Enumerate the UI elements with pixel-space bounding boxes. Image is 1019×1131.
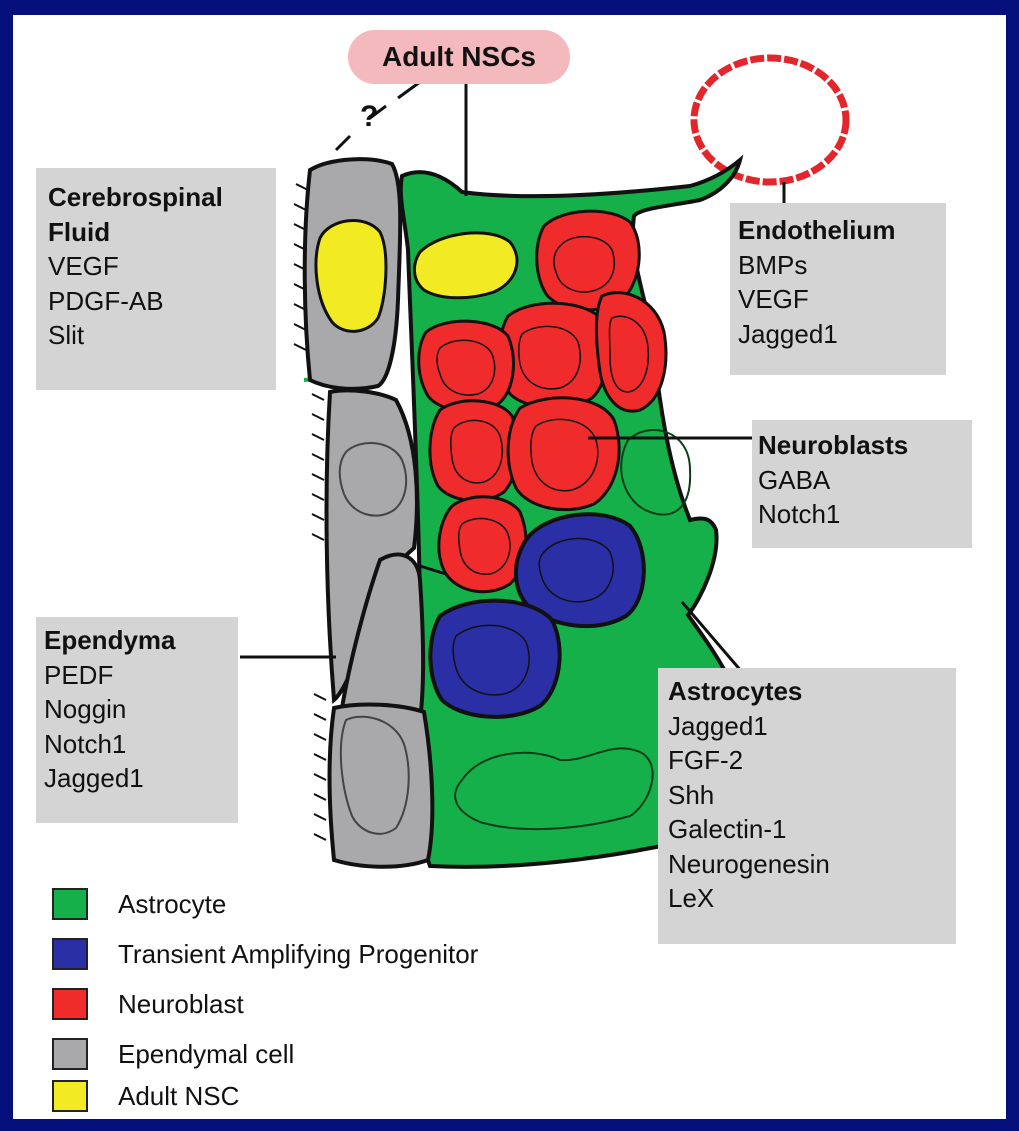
endothelium-item: BMPs	[738, 248, 946, 283]
neuroblasts-heading: Neuroblasts	[758, 428, 972, 463]
ependyma-heading: Ependyma	[44, 623, 238, 658]
csf-item: VEGF	[48, 249, 276, 284]
csf-heading-1: Cerebrospinal	[48, 180, 276, 215]
adult-nscs-label: Adult NSCs	[348, 30, 570, 84]
legend-swatch	[52, 1080, 88, 1112]
legend-swatch	[52, 988, 88, 1020]
astrocytes-item: Galectin-1	[668, 812, 956, 847]
astrocytes-item: LeX	[668, 881, 956, 916]
endothelium-item: VEGF	[738, 282, 946, 317]
legend-label: Transient Amplifying Progenitor	[118, 939, 478, 970]
legend-label: Ependymal cell	[118, 1039, 294, 1070]
legend-label: Adult NSC	[118, 1081, 239, 1112]
csf-pointer	[336, 136, 350, 150]
astrocytes-item: Shh	[668, 778, 956, 813]
astrocytes-heading: Astrocytes	[668, 674, 956, 709]
ependyma-item: Notch1	[44, 727, 238, 762]
legend-item-adult-nsc: Adult NSC	[52, 1080, 552, 1114]
endothelium-box: Endothelium BMPs VEGF Jagged1	[730, 203, 946, 375]
neuroblasts-box: Neuroblasts GABA Notch1	[752, 420, 972, 548]
ependyma-item: Jagged1	[44, 761, 238, 796]
legend-label: Neuroblast	[118, 989, 244, 1020]
legend-swatch	[52, 888, 88, 920]
legend-item-neuroblast: Neuroblast	[52, 988, 552, 1022]
legend-label: Astrocyte	[118, 889, 226, 920]
ependyma-box: Ependyma PEDF Noggin Notch1 Jagged1	[36, 617, 238, 823]
legend-item-tap: Transient Amplifying Progenitor	[52, 938, 612, 972]
blood-vessel	[694, 58, 846, 182]
endothelium-item: Jagged1	[738, 317, 946, 352]
astrocytes-box: Astrocytes Jagged1 FGF-2 Shh Galectin-1 …	[658, 668, 956, 944]
neuroblasts-item: GABA	[758, 463, 972, 498]
legend-swatch	[52, 938, 88, 970]
neuroblasts-item: Notch1	[758, 497, 972, 532]
legend-item-ependymal: Ependymal cell	[52, 1038, 552, 1072]
ependyma-item: PEDF	[44, 658, 238, 693]
adult-nsc-cell	[316, 221, 386, 332]
csf-item: Slit	[48, 318, 276, 353]
question-mark: ?	[360, 100, 378, 134]
csf-box: Cerebrospinal Fluid VEGF PDGF-AB Slit	[36, 168, 276, 390]
astrocytes-item: Neurogenesin	[668, 847, 956, 882]
endothelium-heading: Endothelium	[738, 213, 946, 248]
ependyma-item: Noggin	[44, 692, 238, 727]
astrocytes-item: Jagged1	[668, 709, 956, 744]
csf-item: PDGF-AB	[48, 284, 276, 319]
astrocytes-item: FGF-2	[668, 743, 956, 778]
ependymal-cell	[330, 705, 433, 867]
csf-heading-2: Fluid	[48, 215, 276, 250]
legend-item-astrocyte: Astrocyte	[52, 888, 552, 922]
legend-swatch	[52, 1038, 88, 1070]
